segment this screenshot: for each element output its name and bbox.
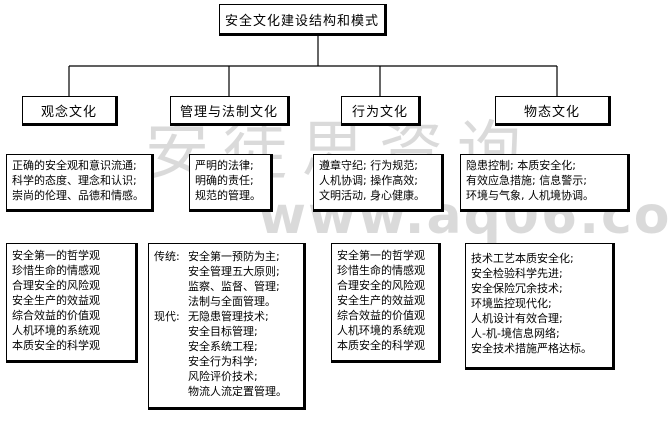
bottom-box-material-culture: 技术工艺本质安全化; 安全检验科学先进; 安全保险冗余技术; 环境监控现代化; … [465, 243, 615, 370]
mid-box-concept-culture: 正确的安全观和意识流通; 科学的态度、理念和认识; 崇尚的伦理、品德和情感。 [6, 154, 154, 212]
group-line: 无隐患管理技术; [188, 310, 269, 323]
bottom-line: 人机环境的系统观 [12, 324, 100, 337]
heading-text: 观念文化 [40, 104, 97, 120]
mid-line: 文明活动, 身心健康。 [319, 189, 425, 202]
bottom-line: 本质安全的科学观 [337, 339, 425, 352]
group-line: 安全目标管理; [188, 325, 258, 338]
group-line: 安全管理五大原则; [188, 265, 280, 278]
bottom-line: 人机设计有效合理; [471, 312, 563, 325]
bottom-line: 安全保险冗余技术; [471, 282, 563, 295]
mid-line: 科学的态度、理念和认识; [12, 174, 137, 187]
mid-box-behavior-culture: 遵章守纪; 行为规范; 人机协调; 操作高效; 文明活动, 身心健康。 [313, 154, 444, 212]
group-line: 法制与全面管理。 [188, 295, 276, 308]
bottom-line: 安全技术措施严格达标。 [471, 342, 592, 355]
group-line: 安全第一预防为主; [188, 250, 280, 263]
heading-text: 物态文化 [523, 104, 580, 120]
heading-box-concept-culture: 观念文化 [22, 96, 118, 126]
bottom-line: 安全生产的效益观 [337, 294, 425, 307]
bottom-line: 合理安全的风险观 [12, 279, 100, 292]
group-line: 安全系统工程; [188, 340, 258, 353]
bottom-line: 本质安全的科学观 [12, 339, 100, 352]
bottom-line: 技术工艺本质安全化; [471, 252, 574, 265]
mid-line: 明确的责任; [195, 174, 254, 187]
heading-box-management-law-culture: 管理与法制文化 [170, 96, 290, 126]
mid-line: 有效应急措施; 信息警示; [466, 174, 587, 187]
heading-box-behavior-culture: 行为文化 [341, 96, 421, 126]
bottom-line: 综合效益的价值观 [337, 309, 425, 322]
bottom-line: 珍惜生命的情感观 [12, 264, 100, 277]
group-line: 安全行为科学; [188, 355, 258, 368]
bottom-box-behavior-culture: 安全第一的哲学观 珍惜生命的情感观 合理安全的风险观 安全生产的效益观 综合效益… [331, 243, 441, 363]
heading-box-material-culture: 物态文化 [495, 96, 611, 126]
bottom-box-management-law-culture: 传统: 安全第一预防为主; 安全管理五大原则; 监察、监督、管理; 法制与全面管… [148, 243, 306, 410]
bottom-line: 安全检验科学先进; [471, 267, 563, 280]
diagram-canvas: 安徒思资询 www.aq06.co 安全文化建设结构和模式 观念文化 正确的安全… [6, 4, 670, 410]
bottom-line: 人机环境的系统观 [337, 324, 425, 337]
mid-line: 环境与气象, 人机境协调。 [466, 189, 594, 202]
bottom-line: 安全第一的哲学观 [12, 249, 100, 262]
mid-line: 崇尚的伦理、品德和情感。 [12, 189, 144, 202]
bottom-box-concept-culture: 安全第一的哲学观 珍惜生命的情感观 合理安全的风险观 安全生产的效益观 综合效益… [6, 243, 138, 363]
mid-line: 严明的法律; [195, 159, 254, 172]
bottom-line: 人-机-境信息网络; [471, 327, 560, 340]
group-modern: 现代: 无隐患管理技术; 安全目标管理; 安全系统工程; 安全行为科学; 风险评… [154, 309, 298, 399]
bottom-line: 环境监控现代化; [471, 297, 552, 310]
mid-line: 人机协调; 操作高效; [319, 174, 418, 187]
mid-line: 遵章守纪; 行为规范; [319, 159, 418, 172]
group-line: 监察、监督、管理; [188, 280, 280, 293]
mid-line: 正确的安全观和意识流通; [12, 159, 137, 172]
group-tag-modern: 现代: [154, 310, 180, 323]
title-box: 安全文化建设结构和模式 [219, 4, 387, 36]
mid-box-management-law-culture: 严明的法律; 明确的责任; 规范的管理。 [189, 154, 273, 212]
connector-lines [68, 35, 558, 96]
bottom-line: 合理安全的风险观 [337, 279, 425, 292]
group-line: 物流人流定置管理。 [188, 385, 287, 398]
bottom-line: 综合效益的价值观 [12, 309, 100, 322]
group-traditional: 传统: 安全第一预防为主; 安全管理五大原则; 监察、监督、管理; 法制与全面管… [154, 249, 298, 309]
bottom-line: 安全生产的效益观 [12, 294, 100, 307]
bottom-line: 珍惜生命的情感观 [337, 264, 425, 277]
mid-line: 隐患控制; 本质安全化; [466, 159, 576, 172]
group-line: 风险评价技术; [188, 370, 258, 383]
title-text: 安全文化建设结构和模式 [224, 13, 379, 29]
mid-box-material-culture: 隐患控制; 本质安全化; 有效应急措施; 信息警示; 环境与气象, 人机境协调。 [460, 154, 630, 212]
group-tag-traditional: 传统: [154, 250, 180, 263]
bottom-line: 安全第一的哲学观 [337, 249, 425, 262]
heading-text: 管理与法制文化 [179, 104, 278, 120]
heading-text: 行为文化 [351, 104, 408, 120]
mid-line: 规范的管理。 [195, 189, 261, 202]
